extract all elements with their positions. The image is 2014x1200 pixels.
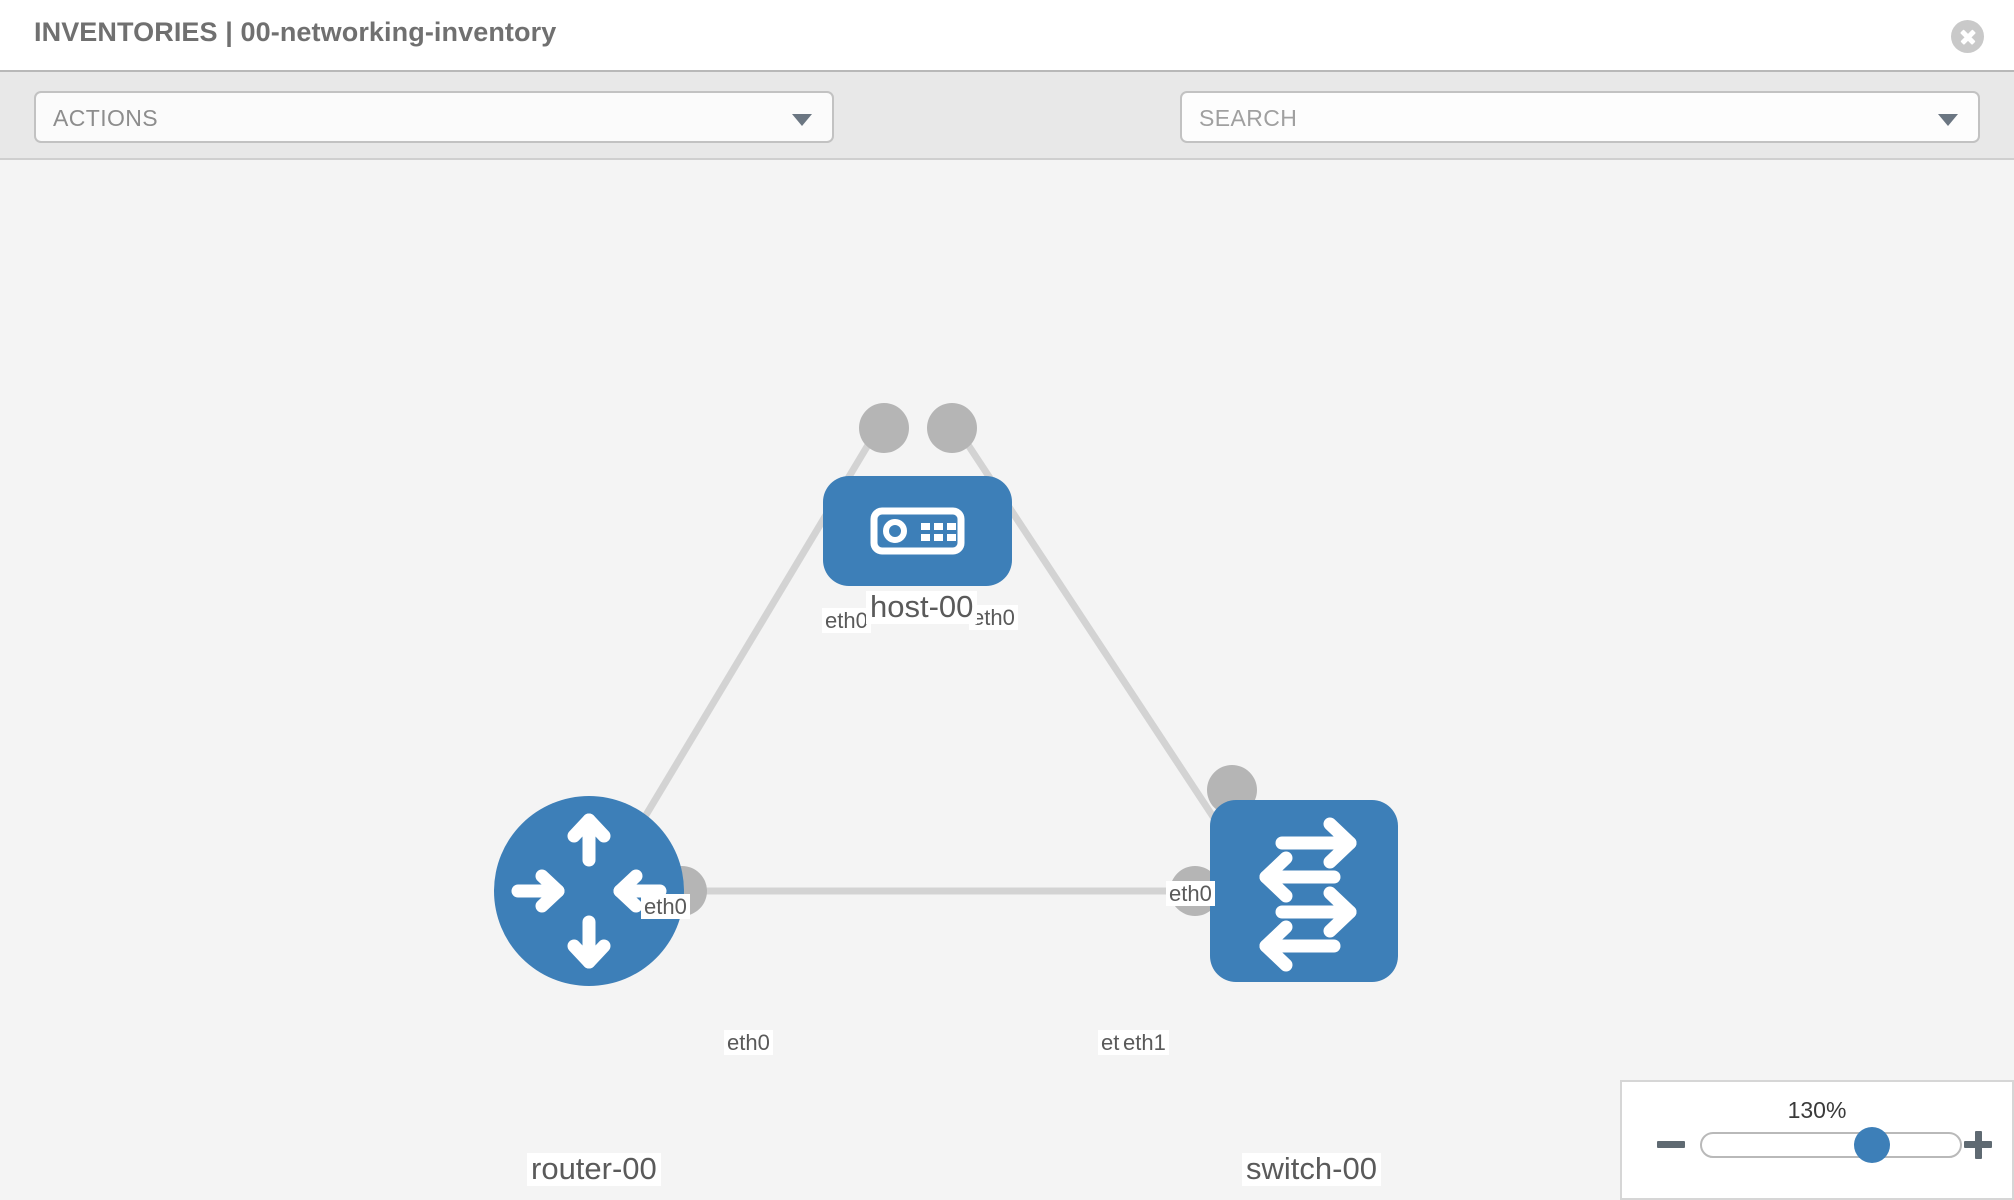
edge-label-switch-up-eth0: eth0 bbox=[1166, 881, 1215, 907]
topology-graph bbox=[494, 403, 1398, 986]
zoom-in-button[interactable] bbox=[1962, 1129, 1994, 1161]
edge-label-host-left-eth0: eth0 bbox=[822, 608, 871, 634]
search-placeholder: SEARCH bbox=[1199, 105, 1298, 131]
node-switch-00[interactable] bbox=[1210, 800, 1398, 982]
port-handle-host-left[interactable] bbox=[859, 403, 909, 453]
node-router-00[interactable] bbox=[494, 796, 684, 986]
edge-label-router-up-eth0: eth0 bbox=[641, 894, 690, 920]
page-header: INVENTORIES | 00-networking-inventory bbox=[0, 0, 2014, 70]
chevron-down-icon bbox=[1938, 114, 1958, 126]
topology-toolbar: ACTIONS SEARCH bbox=[0, 70, 2014, 205]
switch-arrows-icon bbox=[1259, 817, 1357, 972]
page-title: INVENTORIES | 00-networking-inventory bbox=[34, 17, 557, 47]
chevron-down-icon bbox=[792, 114, 812, 126]
actions-dropdown-label: ACTIONS bbox=[53, 105, 159, 131]
zoom-out-button[interactable] bbox=[1655, 1129, 1687, 1161]
close-icon[interactable] bbox=[1951, 20, 1984, 53]
topology-canvas[interactable]: eth0 eth0 host-00 eth0 eth0 eth0 eth eth… bbox=[0, 160, 2014, 1200]
server-device-icon bbox=[870, 507, 965, 555]
edge-label-switch-left-eth1: eth1 bbox=[1120, 1030, 1169, 1056]
minus-icon bbox=[1657, 1141, 1685, 1148]
zoom-slider-track[interactable] bbox=[1700, 1132, 1962, 1158]
zoom-control-panel: 130% bbox=[1620, 1080, 2014, 1200]
node-label-router-00: router-00 bbox=[527, 1152, 661, 1186]
plus-icon-vertical bbox=[1974, 1130, 1982, 1159]
edge-label-host-right-eth0: eth0 bbox=[969, 605, 1018, 631]
node-label-switch-00: switch-00 bbox=[1242, 1152, 1381, 1186]
zoom-slider-thumb[interactable] bbox=[1854, 1127, 1890, 1163]
node-label-host-00: host-00 bbox=[866, 590, 978, 624]
node-host-00[interactable] bbox=[823, 476, 1012, 586]
zoom-level-value: 130% bbox=[1787, 1097, 1847, 1123]
router-arrows-icon bbox=[511, 813, 667, 969]
edge-label-router-right-eth0: eth0 bbox=[724, 1030, 773, 1056]
actions-dropdown[interactable]: ACTIONS bbox=[34, 91, 834, 143]
port-handle-host-right[interactable] bbox=[927, 403, 977, 453]
search-input[interactable]: SEARCH bbox=[1180, 91, 1980, 143]
